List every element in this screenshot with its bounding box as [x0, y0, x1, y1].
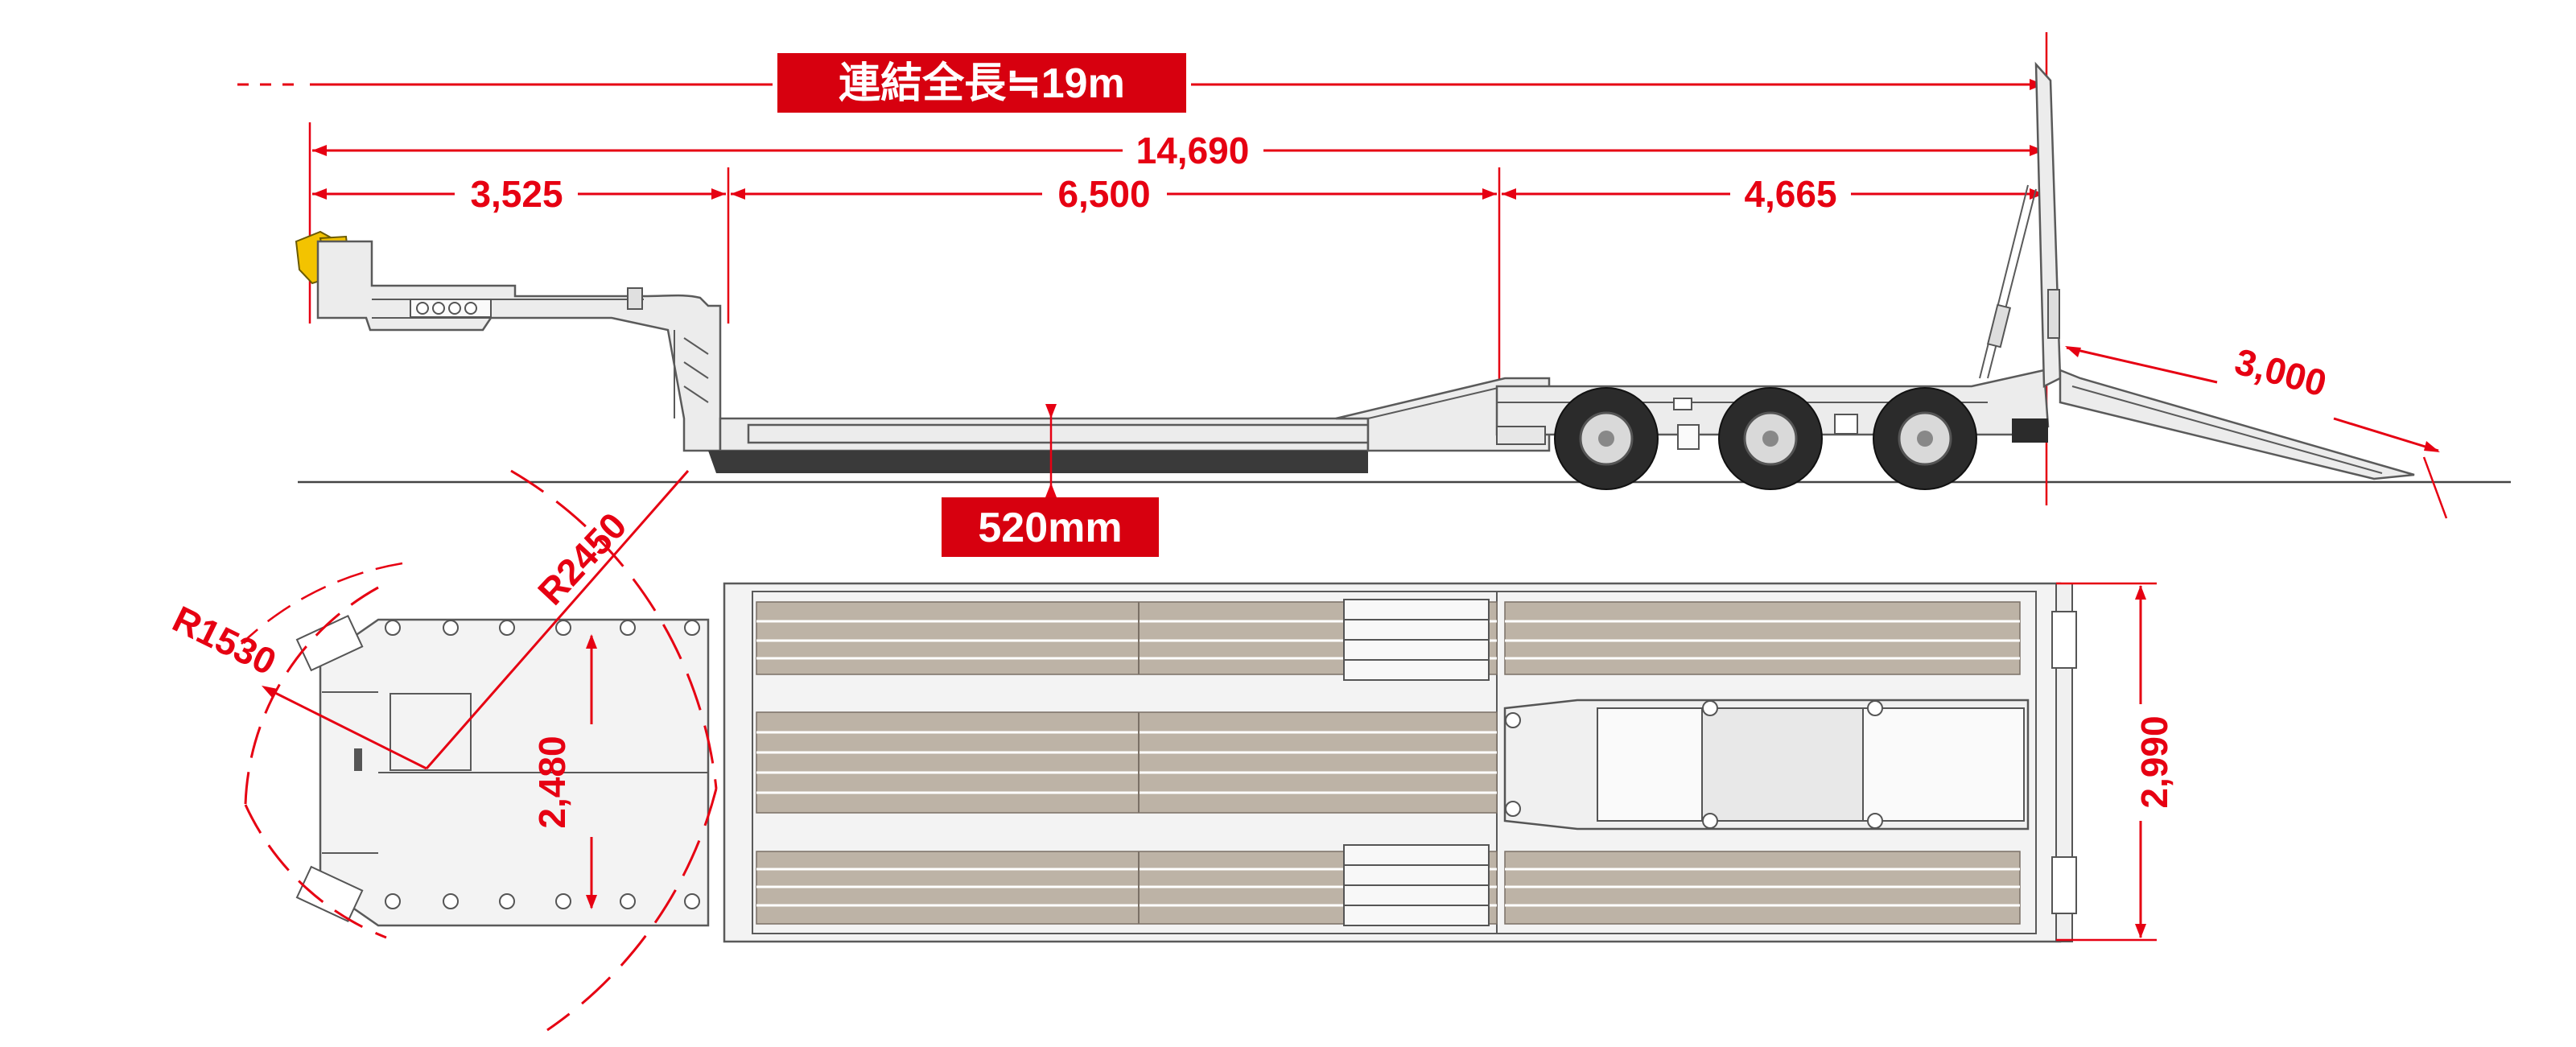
overall-length-label: 連結全長≒19m: [839, 60, 1125, 107]
rear-deck-length-label: 4,665: [1744, 173, 1836, 215]
outer-radius-label: R2450: [530, 505, 634, 613]
total-length-label: 14,690: [1136, 130, 1250, 171]
tire: [1554, 387, 1659, 490]
ramp-length-label: 3,000: [2231, 340, 2331, 405]
tire: [1718, 387, 1823, 490]
side-view: 連結全長≒19m 14,690 3,525 6,500: [237, 32, 2511, 557]
overall-length-badge: [777, 53, 1186, 113]
deck-height-label: 520mm: [978, 505, 1122, 551]
gooseneck-width-dimension: 2,480: [531, 634, 597, 909]
deck-height-dimension: 520mm: [942, 404, 1159, 557]
overall-width-label: 2,990: [2133, 715, 2175, 808]
trailer-side-body: [295, 61, 2415, 490]
overall-width-dimension: 2,990: [2056, 582, 2175, 942]
deck-height-badge: [942, 497, 1159, 557]
total-length-dimension: 14,690: [308, 122, 2044, 324]
gooseneck-width-label: 2,480: [531, 736, 573, 828]
low-deck-length-label: 6,500: [1057, 173, 1150, 215]
top-view: R2450 R1530 2,480 2,990: [167, 469, 2175, 1032]
inner-radius-label: R1530: [167, 598, 283, 683]
turning-radius-arcs: [241, 469, 718, 1032]
segment-dimensions: 3,525 6,500 4,665: [312, 167, 2044, 394]
tire: [1873, 387, 1977, 490]
gooseneck-length-label: 3,525: [470, 173, 563, 215]
